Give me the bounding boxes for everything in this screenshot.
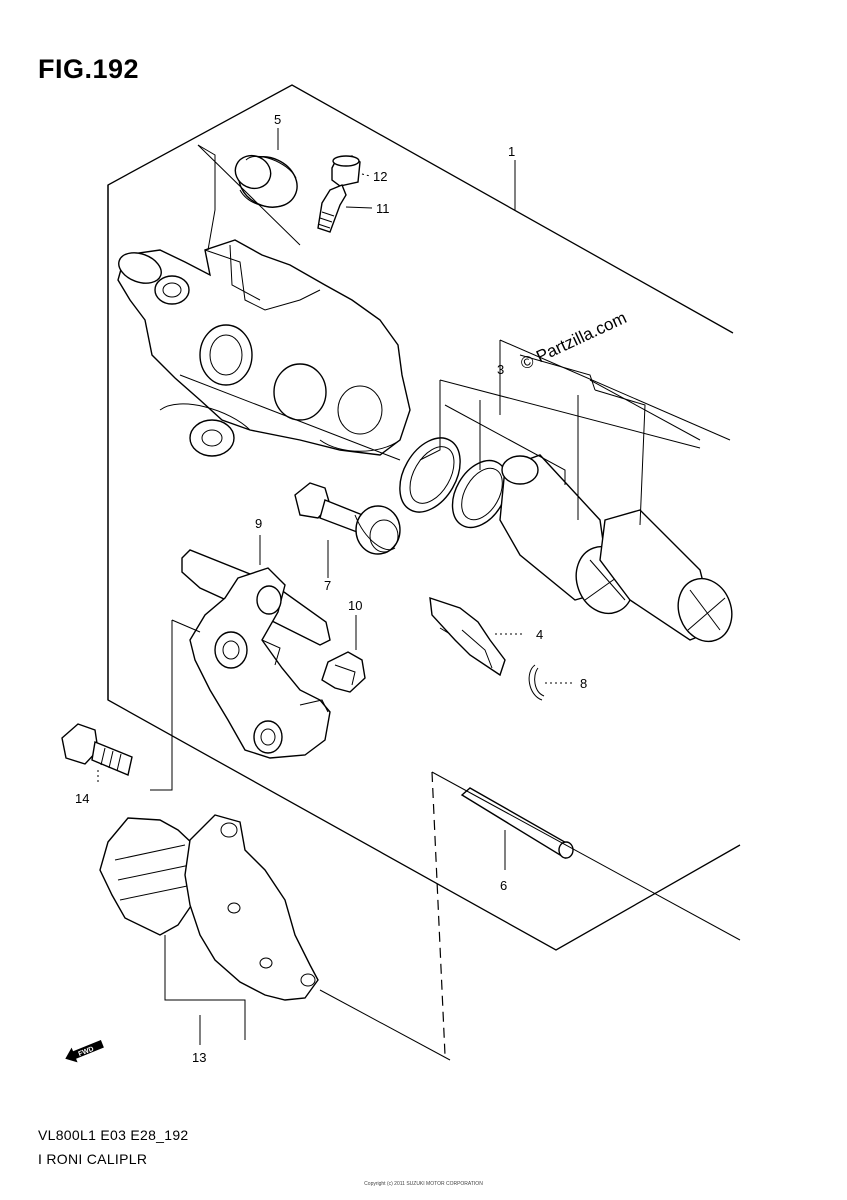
pistons <box>499 454 733 643</box>
callout-3: 3 <box>497 362 504 377</box>
part-11-bleeder <box>317 184 347 233</box>
part-13-pads <box>99 814 319 1001</box>
callout-6: 6 <box>500 878 507 893</box>
fwd-arrow-icon: FWD <box>65 1040 104 1063</box>
callout-5: 5 <box>274 112 281 127</box>
callout-9: 9 <box>255 516 262 531</box>
callout-13: 13 <box>192 1050 206 1065</box>
copyright-text: Copyright (c) 2011 SUZUKI MOTOR CORPORAT… <box>364 1181 483 1187</box>
figure-title: FIG.192 <box>38 54 140 84</box>
part-9-bracket <box>181 549 331 759</box>
callout-7: 7 <box>324 578 331 593</box>
leader-lines <box>97 128 741 1061</box>
fwd-label: FWD <box>78 1046 95 1058</box>
callout-14: 14 <box>75 791 89 806</box>
callout-12: 12 <box>373 169 387 184</box>
part-5-boot <box>234 154 298 208</box>
figure-name: I RONI CALIPLR <box>38 1151 148 1167</box>
callout-8: 8 <box>580 676 587 691</box>
caliper-body <box>117 239 411 461</box>
part-4-shim <box>429 596 506 677</box>
part-14-bolt <box>61 723 133 776</box>
figure-code: VL800L1 E03 E28_192 <box>38 1127 189 1143</box>
callout-1: 1 <box>508 144 515 159</box>
part-8-clip <box>528 664 545 701</box>
part-3-seals <box>399 437 509 529</box>
callout-10: 10 <box>348 598 362 613</box>
partzilla-watermark: © Partzilla.com <box>518 308 630 374</box>
part-12-cap <box>331 155 361 187</box>
callout-4: 4 <box>536 627 543 642</box>
callout-11: 11 <box>376 201 390 216</box>
assembly-outline <box>107 84 741 951</box>
part-6-pin <box>460 787 574 860</box>
part-7-slide-pin <box>294 482 401 555</box>
part-10-spring <box>321 651 366 693</box>
